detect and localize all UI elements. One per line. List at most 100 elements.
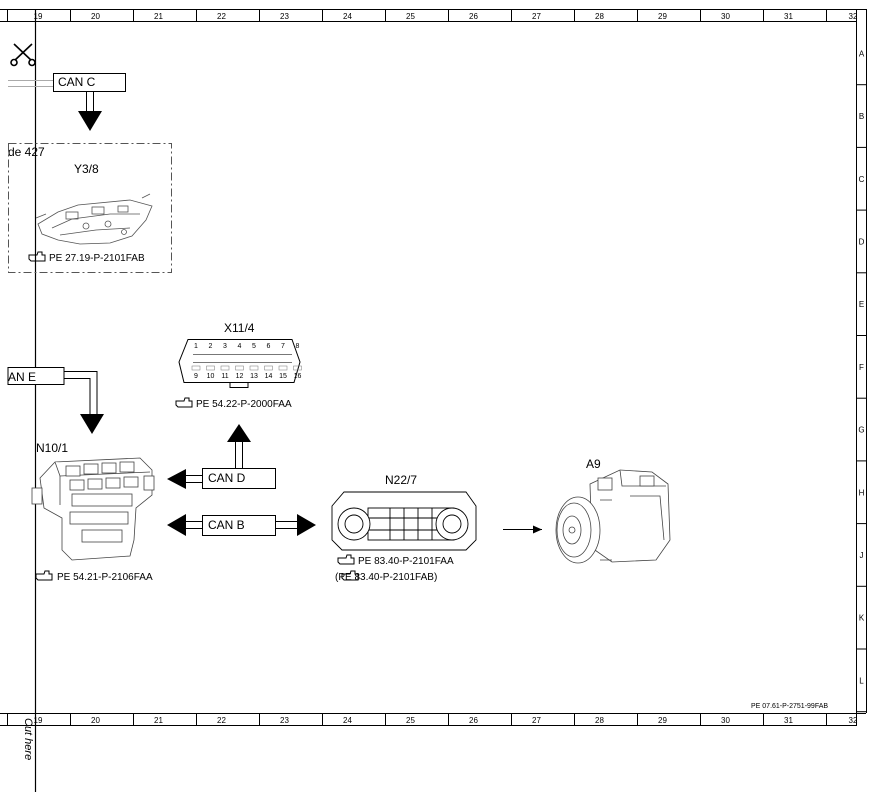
column-label-top: 26 [469,12,478,21]
row-label: D [859,237,865,246]
row-label: K [859,614,865,623]
n22-7-id: N22/7 [385,473,417,487]
pin-label: 4 [238,343,242,350]
pin-label: 15 [279,373,287,380]
column-label-bottom: 26 [469,716,478,725]
can-e-bus: AN E [7,367,104,434]
cut-here-label: Cut here [22,718,34,760]
column-label-bottom: 20 [91,716,100,725]
column-label-top: 19 [34,12,43,21]
column-label-top: 25 [406,12,415,21]
pin-label: 11 [221,373,228,380]
can-c-label: CAN C [58,75,96,89]
can-d-label: CAN D [208,471,246,485]
a9-compressor-drawing [555,469,671,564]
n10-1-id: N10/1 [36,441,68,455]
frame [0,9,867,726]
column-label-top: 21 [154,12,163,21]
y3-8-valve-body-drawing [35,193,153,245]
reference-hand-icon [35,570,53,581]
left-ref-label: de 427 [8,145,45,159]
row-label: F [859,363,864,372]
column-label-bottom: 30 [721,716,730,725]
column-label-bottom: 29 [658,716,667,725]
pin-contact [220,365,230,371]
pin-label: 12 [236,373,244,380]
can-b-label: CAN B [208,518,245,532]
column-label-bottom: 23 [280,716,289,725]
reference-hand-icon [337,554,355,565]
document-code: PE 07.61-P-2751-99FAB [751,703,828,710]
pin-label: 8 [296,343,300,350]
pin-contact [264,365,273,371]
reference-hand-icon [341,570,359,581]
pin-label: 1 [194,343,198,350]
row-grid: A B C D E F G H J K L [857,49,866,713]
column-label-bottom: 21 [154,716,163,725]
column-label-top: 29 [658,12,667,21]
n10-1-module-drawing [31,457,155,561]
can-d-bus: CAN D [167,424,276,489]
row-label: E [859,300,864,309]
pin-contact [206,365,215,371]
column-label-bottom: 19 [34,716,43,725]
column-label-top: 22 [217,12,226,21]
x11-4-id: X11/4 [224,321,255,335]
pin-contact [293,365,302,371]
column-label-top: 30 [721,12,730,21]
pin-label: 6 [267,343,271,350]
n22-7-ref-alt: (PE 83.40-P-2101FAB) [335,572,437,583]
y3-8-boundary [8,143,172,273]
a9-id: A9 [586,457,601,471]
can-c-bus: CAN C [8,73,126,131]
row-label: L [859,676,864,685]
pin-contact [249,365,259,371]
column-label-top: 27 [532,12,541,21]
pin-label: 3 [223,343,227,350]
column-label-top: 32 [849,12,858,21]
pin-contact [191,365,201,371]
pin-contact [235,365,244,371]
row-label: J [860,551,864,560]
column-label-bottom: 27 [532,716,541,725]
pin-label: 9 [194,373,198,380]
reference-hand-icon [28,251,46,262]
can-b-bus: CAN B [167,514,316,536]
pin-label: 2 [209,343,213,350]
column-label-bottom: 31 [784,716,793,725]
can-e-label: AN E [8,370,36,384]
row-label: A [859,49,865,58]
column-label-bottom: 28 [595,716,604,725]
pin-label: 5 [252,343,256,350]
row-label: C [859,175,865,184]
column-label-bottom: 32 [849,716,858,725]
pin-label: 13 [250,373,258,380]
column-grid: 1919202021212222232324242525262627272828… [7,9,858,725]
y3-8-ref: PE 27.19-P-2101FAB [49,253,145,264]
column-label-top: 28 [595,12,604,21]
row-label: G [858,426,864,435]
pin-label: 10 [207,373,215,380]
column-label-top: 23 [280,12,289,21]
reference-hand-icon [175,397,193,408]
pin-label: 7 [281,343,285,350]
pin-label: 14 [265,373,273,380]
n22-7-control-unit-drawing [331,491,477,551]
column-label-top: 31 [784,12,793,21]
n10-1-ref: PE 54.21-P-2106FAA [57,572,153,583]
column-label-top: 20 [91,12,100,21]
column-label-bottom: 25 [406,716,415,725]
pin-label: 16 [294,373,302,380]
column-label-bottom: 24 [343,716,352,725]
n22-7-ref: PE 83.40-P-2101FAA [358,556,454,567]
row-label: H [859,488,865,497]
column-label-bottom: 22 [217,716,226,725]
scissors-icon [10,43,36,67]
column-label-top: 24 [343,12,352,21]
x11-4-ref: PE 54.22-P-2000FAA [196,399,292,410]
pin-contact [278,365,288,371]
y3-8-id: Y3/8 [74,162,99,176]
row-label: B [859,112,864,121]
